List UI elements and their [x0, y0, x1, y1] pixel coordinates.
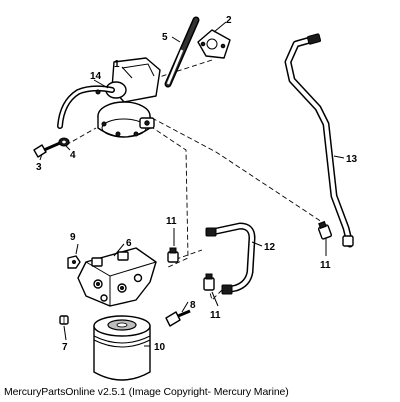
callout-7: 7 — [62, 342, 68, 353]
fitting-11-lower — [203, 273, 215, 291]
fuel-line-13 — [284, 33, 354, 248]
callout-10: 10 — [154, 342, 166, 353]
callout-2: 2 — [226, 15, 232, 26]
callout-6: 6 — [126, 238, 132, 249]
hose-14 — [57, 85, 115, 129]
callout-11-lower: 11 — [210, 310, 221, 321]
leader-lines — [39, 21, 345, 347]
washer-4 — [58, 137, 70, 147]
fuel-pump-1 — [97, 57, 161, 138]
plug-9 — [67, 255, 81, 269]
callout-5: 5 — [162, 32, 168, 43]
filter-adapter-6 — [77, 247, 157, 307]
callout-11-center: 11 — [166, 216, 177, 227]
dashed-routing-lines — [65, 59, 323, 301]
callout-9: 9 — [70, 232, 76, 243]
callout-13: 13 — [346, 154, 358, 165]
callout-8: 8 — [190, 300, 196, 311]
callout-4: 4 — [70, 150, 76, 161]
gasket-2 — [197, 29, 231, 59]
callout-labels: 1 2 3 4 5 6 7 8 9 10 11 11 11 12 13 14 — [36, 15, 358, 353]
callout-12: 12 — [264, 242, 276, 253]
callout-11-right: 11 — [320, 260, 331, 271]
image-caption: MercuryPartsOnline v2.5.1 (Image Copyrig… — [4, 386, 289, 398]
fuel-line-12 — [205, 222, 256, 295]
fitting-7 — [59, 315, 69, 325]
callout-3: 3 — [36, 162, 42, 173]
rod-5 — [164, 16, 200, 88]
bolt-3 — [33, 141, 61, 158]
fitting-11-center — [167, 247, 179, 263]
fuel-filter-10 — [93, 315, 151, 381]
callout-1: 1 — [114, 59, 120, 70]
callout-14: 14 — [90, 71, 102, 82]
bolt-8 — [165, 309, 191, 327]
fitting-11-right — [317, 220, 333, 240]
